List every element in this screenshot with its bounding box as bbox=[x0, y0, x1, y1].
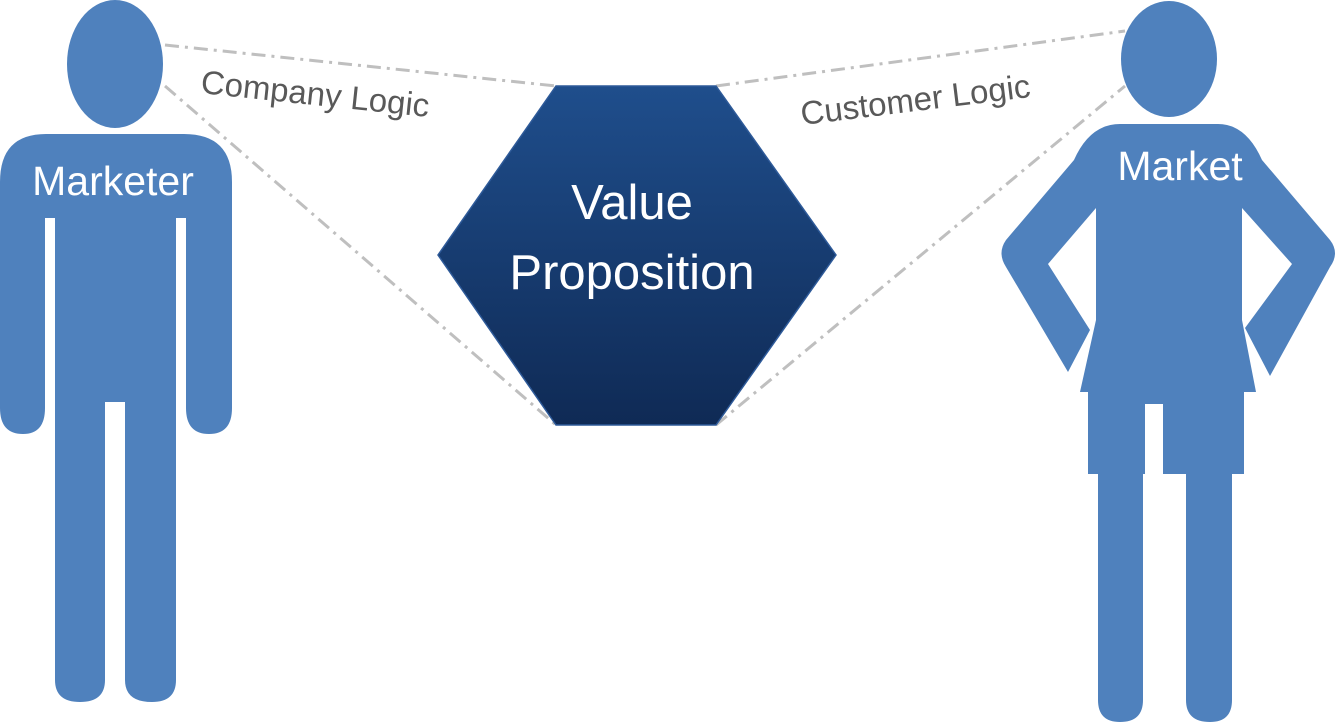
customer-logic-line-top bbox=[715, 29, 1126, 88]
marketer-label: Marketer bbox=[32, 158, 194, 204]
customer-logic-label: Customer Logic bbox=[798, 67, 1032, 132]
company-logic-label: Company Logic bbox=[199, 63, 431, 124]
market-body bbox=[1001, 124, 1335, 722]
market-head bbox=[1121, 1, 1217, 117]
marketer-figure bbox=[0, 0, 232, 702]
company-logic-connectors bbox=[164, 43, 557, 427]
value-proposition-line1: Value bbox=[571, 176, 693, 230]
marketer-head bbox=[67, 0, 163, 128]
customer-logic-line-bottom bbox=[715, 84, 1126, 427]
company-logic-line-top bbox=[164, 43, 557, 88]
customer-logic-connectors bbox=[715, 29, 1126, 427]
marketer-body bbox=[0, 134, 232, 702]
market-figure bbox=[1001, 1, 1335, 722]
value-proposition-hexagon bbox=[437, 85, 837, 426]
market-label: Market bbox=[1117, 143, 1243, 189]
value-proposition-line2: Proposition bbox=[509, 246, 754, 300]
